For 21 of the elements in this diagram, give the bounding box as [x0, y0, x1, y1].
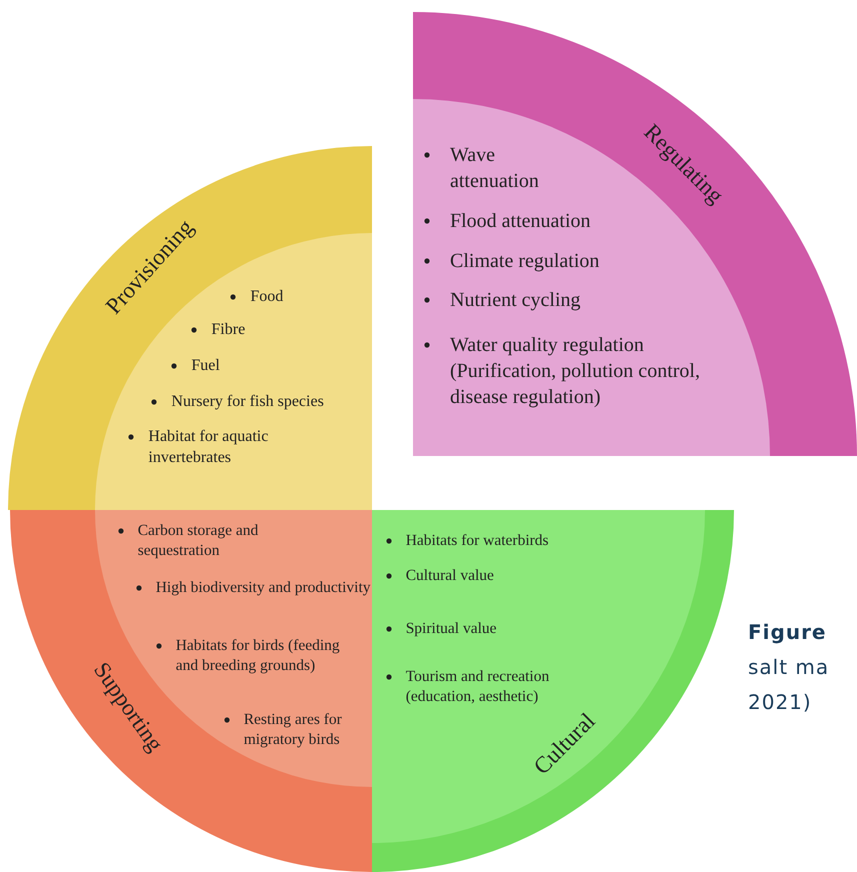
bullet-item: High biodiversity and productivity: [156, 578, 371, 598]
bullet-item: Wave attenuation: [450, 143, 540, 194]
bullet-item: Carbon storage and sequestration: [138, 521, 260, 562]
bullet-item: Spiritual value: [406, 619, 498, 639]
bullet-item: Resting ares for migratory birds: [244, 710, 343, 750]
bullet-item: Cultural value: [406, 566, 495, 586]
bullet-item: Fibre: [211, 320, 246, 340]
bullet-item: Flood attenuation: [450, 209, 592, 234]
bullet-item: Water quality regulation (Purification, pollution control, disease regulation): [450, 333, 701, 410]
bullet-item: Habitat for aquatic invertebrates: [148, 427, 270, 468]
caption-text: 2021): [748, 690, 812, 714]
bullet-item: Habitats for birds (feeding and breeding grounds): [176, 636, 341, 676]
bullet-item: Nursery for fish species: [171, 392, 325, 412]
caption-text: salt ma: [748, 655, 830, 679]
bullet-item: Tourism and recreation (education, aesthetic): [406, 667, 550, 708]
bullet-item: Climate regulation: [450, 249, 600, 274]
bullet-item: Fuel: [191, 356, 221, 376]
bullet-item: Nutrient cycling: [450, 288, 582, 313]
bullet-item: Habitats for waterbirds: [406, 531, 550, 551]
bullet-item: Food: [250, 287, 284, 307]
caption-text: Figure: [748, 620, 826, 644]
